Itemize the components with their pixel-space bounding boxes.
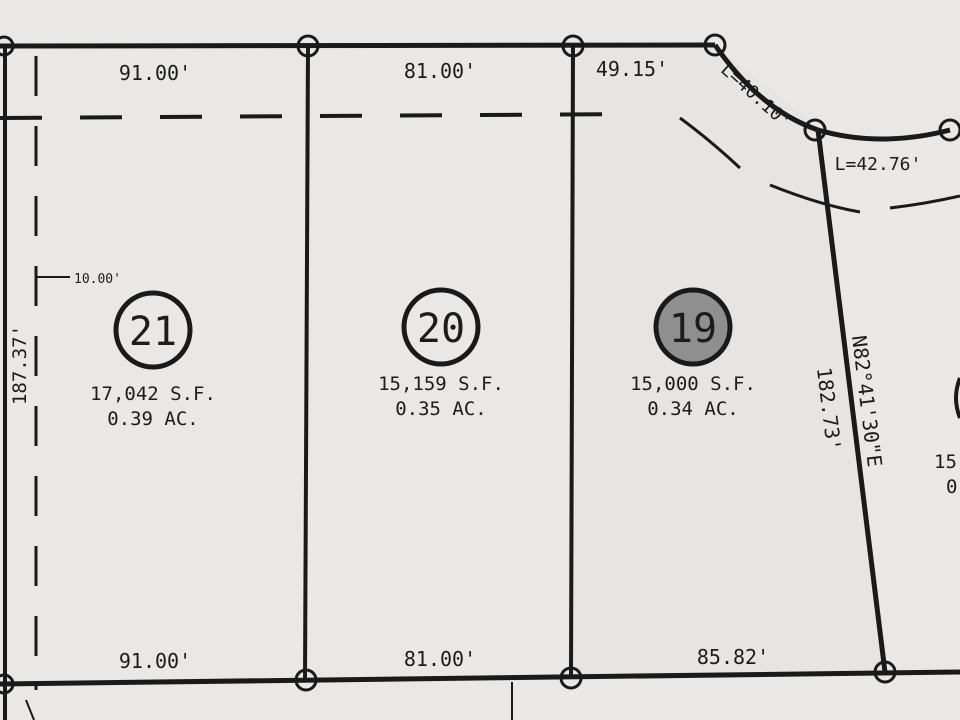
property-pin bbox=[561, 34, 585, 58]
lot-18-area-sf-fragment: 15 bbox=[934, 451, 957, 473]
curve-2-length: L=42.76' bbox=[835, 154, 922, 175]
lot-line-20-19 bbox=[569, 45, 575, 679]
lot-21-area-sf: 17,042 S.F. bbox=[90, 383, 216, 405]
rear-property-line bbox=[0, 669, 960, 687]
lot-21-front-dim: 91.00' bbox=[119, 61, 191, 85]
lot-line-21-20 bbox=[303, 45, 310, 681]
setback-dim: 10.00' bbox=[74, 272, 121, 287]
lot-19-front-dim: 49.15' bbox=[596, 57, 668, 81]
lot-20-circle bbox=[401, 287, 481, 367]
lot-20-area-ac: 0.35 AC. bbox=[395, 398, 487, 420]
lot-18-circle-fragment bbox=[954, 377, 960, 419]
lot-line-19-18 bbox=[815, 129, 888, 673]
property-pin bbox=[803, 118, 827, 142]
curve-front-line-2 bbox=[817, 127, 951, 142]
property-pin bbox=[703, 33, 727, 57]
lot-21-area-ac: 0.39 AC. bbox=[107, 408, 199, 430]
building-setback-line bbox=[0, 112, 641, 120]
property-pin bbox=[873, 660, 897, 684]
left-side-dim: 187.37' bbox=[9, 325, 31, 405]
lot-19-area bbox=[572, 45, 885, 676]
lot-19-area-sf: 15,000 S.F. bbox=[630, 373, 756, 395]
setback-curve-1 bbox=[679, 116, 742, 170]
front-property-line bbox=[0, 42, 716, 49]
lot-19-rear-dim: 85.82' bbox=[697, 645, 769, 669]
lot-18-area-ac-fragment: 0 bbox=[946, 476, 957, 498]
lot-20-front-dim: 81.00' bbox=[404, 59, 476, 83]
property-pin bbox=[938, 118, 960, 142]
lot-19-circle bbox=[653, 287, 733, 367]
lot-19-area-ac: 0.34 AC. bbox=[647, 398, 739, 420]
lot-21-number: 21 bbox=[129, 309, 177, 355]
tick-line bbox=[25, 699, 35, 720]
property-pin bbox=[0, 673, 15, 695]
lot-20-rear-dim: 81.00' bbox=[404, 647, 476, 671]
lot-21-circle bbox=[113, 290, 193, 370]
lot-20-number: 20 bbox=[417, 306, 465, 352]
property-pin bbox=[559, 666, 583, 690]
property-pin bbox=[296, 34, 320, 58]
property-pin bbox=[0, 35, 15, 57]
lot-20-area-sf: 15,159 S.F. bbox=[378, 373, 504, 395]
lot-19-number: 19 bbox=[669, 306, 717, 352]
lot-21-rear-dim: 91.00' bbox=[119, 649, 191, 673]
setback-curve-2 bbox=[769, 183, 960, 214]
property-pin bbox=[294, 668, 318, 692]
